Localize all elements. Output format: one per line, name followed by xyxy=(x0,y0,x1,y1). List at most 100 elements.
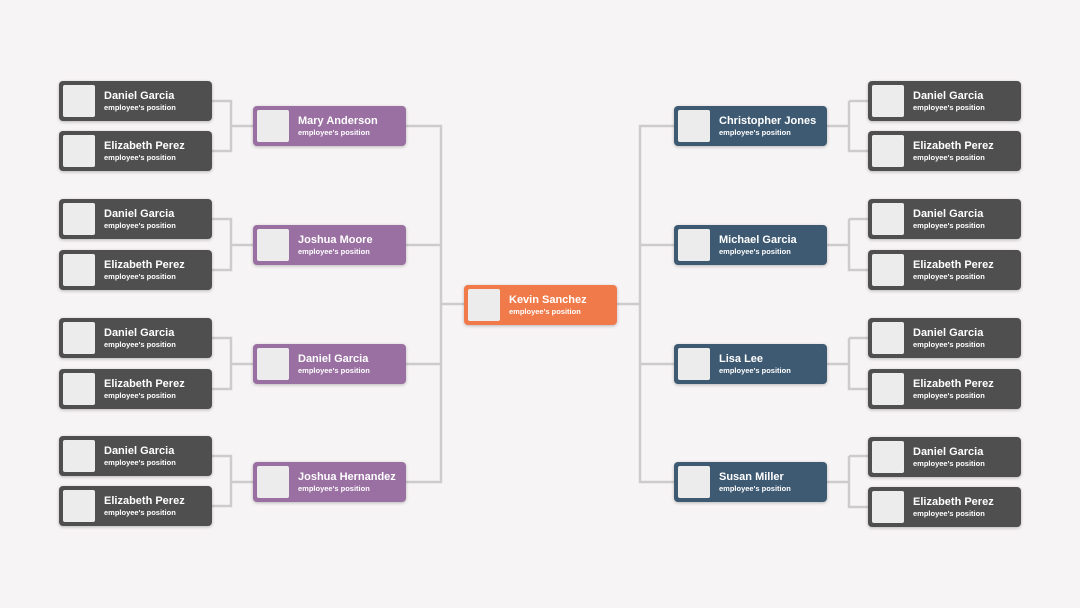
avatar xyxy=(63,85,95,117)
employee-name: Daniel Garcia xyxy=(104,208,175,220)
employee-position: employee's position xyxy=(104,272,176,281)
report-card[interactable]: Elizabeth Perez employee's position xyxy=(59,250,212,290)
avatar xyxy=(872,441,904,473)
employee-name: Elizabeth Perez xyxy=(913,496,994,508)
avatar xyxy=(678,348,710,380)
avatar xyxy=(63,490,95,522)
employee-position: employee's position xyxy=(719,128,791,137)
employee-name: Daniel Garcia xyxy=(913,208,984,220)
employee-name: Elizabeth Perez xyxy=(913,259,994,271)
avatar xyxy=(678,466,710,498)
report-card[interactable]: Elizabeth Perez employee's position xyxy=(59,131,212,171)
avatar xyxy=(872,491,904,523)
employee-position: employee's position xyxy=(298,366,370,375)
employee-name: Daniel Garcia xyxy=(104,327,175,339)
employee-position: employee's position xyxy=(298,484,370,493)
employee-position: employee's position xyxy=(104,391,176,400)
employee-position: employee's position xyxy=(719,366,791,375)
report-card[interactable]: Daniel Garcia employee's position xyxy=(868,199,1021,239)
employee-name: Elizabeth Perez xyxy=(104,259,185,271)
employee-name: Daniel Garcia xyxy=(104,90,175,102)
report-card[interactable]: Elizabeth Perez employee's position xyxy=(868,369,1021,409)
report-card[interactable]: Daniel Garcia employee's position xyxy=(59,318,212,358)
report-card[interactable]: Elizabeth Perez employee's position xyxy=(59,486,212,526)
employee-name: Daniel Garcia xyxy=(913,90,984,102)
employee-position: employee's position xyxy=(913,153,985,162)
avatar xyxy=(872,203,904,235)
employee-name: Elizabeth Perez xyxy=(913,378,994,390)
employee-position: employee's position xyxy=(298,128,370,137)
employee-position: employee's position xyxy=(913,103,985,112)
avatar xyxy=(872,322,904,354)
manager-card[interactable]: Lisa Lee employee's position xyxy=(674,344,827,384)
report-card[interactable]: Daniel Garcia employee's position xyxy=(59,436,212,476)
avatar xyxy=(257,348,289,380)
avatar xyxy=(63,373,95,405)
root-card[interactable]: Kevin Sanchez employee's position xyxy=(464,285,617,325)
avatar xyxy=(678,229,710,261)
employee-name: Mary Anderson xyxy=(298,115,378,127)
employee-name: Daniel Garcia xyxy=(104,445,175,457)
avatar xyxy=(678,110,710,142)
employee-name: Susan Miller xyxy=(719,471,784,483)
employee-name: Daniel Garcia xyxy=(913,327,984,339)
avatar xyxy=(63,203,95,235)
employee-position: employee's position xyxy=(104,340,176,349)
manager-card[interactable]: Susan Miller employee's position xyxy=(674,462,827,502)
employee-name: Christopher Jones xyxy=(719,115,817,127)
report-card[interactable]: Daniel Garcia employee's position xyxy=(59,199,212,239)
avatar xyxy=(872,373,904,405)
report-card[interactable]: Elizabeth Perez employee's position xyxy=(59,369,212,409)
employee-position: employee's position xyxy=(913,509,985,518)
report-card[interactable]: Daniel Garcia employee's position xyxy=(868,81,1021,121)
report-card[interactable]: Elizabeth Perez employee's position xyxy=(868,131,1021,171)
avatar xyxy=(468,289,500,321)
employee-position: employee's position xyxy=(913,340,985,349)
avatar xyxy=(872,135,904,167)
employee-position: employee's position xyxy=(719,484,791,493)
employee-name: Joshua Moore xyxy=(298,234,373,246)
employee-position: employee's position xyxy=(104,221,176,230)
employee-name: Lisa Lee xyxy=(719,353,764,365)
avatar xyxy=(63,254,95,286)
employee-position: employee's position xyxy=(104,458,176,467)
employee-position: employee's position xyxy=(509,307,581,316)
employee-position: employee's position xyxy=(104,508,176,517)
employee-position: employee's position xyxy=(719,247,791,256)
report-card[interactable]: Elizabeth Perez employee's position xyxy=(868,487,1021,527)
employee-name: Daniel Garcia xyxy=(298,353,369,365)
avatar xyxy=(872,254,904,286)
avatar xyxy=(257,466,289,498)
avatar xyxy=(257,110,289,142)
employee-name: Elizabeth Perez xyxy=(104,378,185,390)
employee-position: employee's position xyxy=(913,459,985,468)
employee-position: employee's position xyxy=(104,153,176,162)
avatar xyxy=(872,85,904,117)
manager-card[interactable]: Mary Anderson employee's position xyxy=(253,106,406,146)
manager-card[interactable]: Christopher Jones employee's position xyxy=(674,106,827,146)
employee-name: Elizabeth Perez xyxy=(104,495,185,507)
avatar xyxy=(63,440,95,472)
report-card[interactable]: Daniel Garcia employee's position xyxy=(868,437,1021,477)
manager-card[interactable]: Daniel Garcia employee's position xyxy=(253,344,406,384)
employee-name: Elizabeth Perez xyxy=(104,140,185,152)
avatar xyxy=(63,135,95,167)
employee-name: Michael Garcia xyxy=(719,234,797,246)
report-card[interactable]: Elizabeth Perez employee's position xyxy=(868,250,1021,290)
manager-card[interactable]: Joshua Hernandez employee's position xyxy=(253,462,406,502)
report-card[interactable]: Daniel Garcia employee's position xyxy=(868,318,1021,358)
report-card[interactable]: Daniel Garcia employee's position xyxy=(59,81,212,121)
employee-position: employee's position xyxy=(913,221,985,230)
employee-position: employee's position xyxy=(913,391,985,400)
employee-name: Kevin Sanchez xyxy=(509,294,587,306)
avatar xyxy=(63,322,95,354)
avatar xyxy=(257,229,289,261)
employee-name: Elizabeth Perez xyxy=(913,140,994,152)
employee-position: employee's position xyxy=(298,247,370,256)
employee-name: Joshua Hernandez xyxy=(298,471,396,483)
manager-card[interactable]: Michael Garcia employee's position xyxy=(674,225,827,265)
employee-position: employee's position xyxy=(913,272,985,281)
manager-card[interactable]: Joshua Moore employee's position xyxy=(253,225,406,265)
employee-name: Daniel Garcia xyxy=(913,446,984,458)
